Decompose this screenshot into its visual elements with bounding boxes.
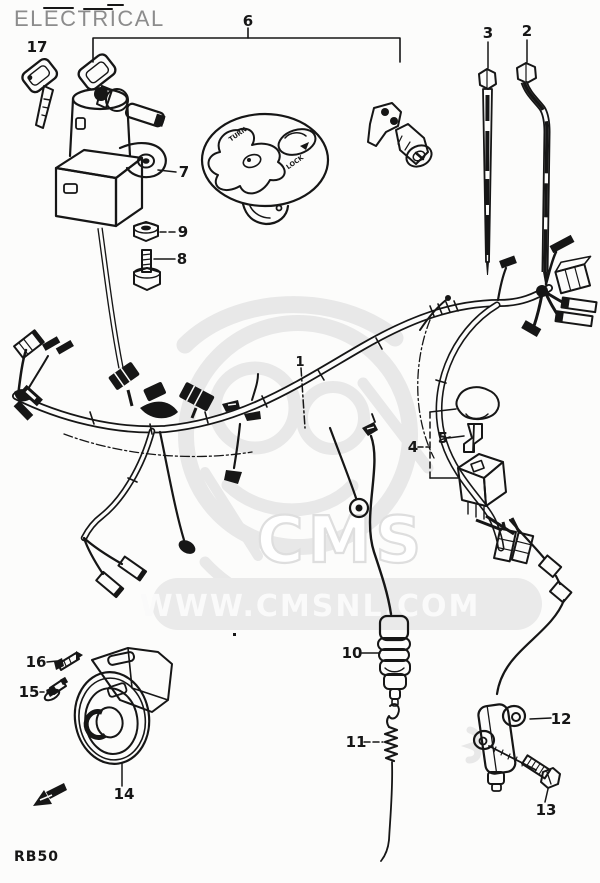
scan-artifact-dot xyxy=(233,633,236,636)
fuel-cap-turn-marking: TURN xyxy=(227,125,248,143)
part-label-13[interactable]: 13 xyxy=(536,801,557,819)
part-label-9[interactable]: 9 xyxy=(178,223,188,241)
part-label-5[interactable]: 5 xyxy=(438,429,448,447)
part-label-10[interactable]: 10 xyxy=(342,644,363,662)
model-code: RB50 xyxy=(14,849,59,865)
part-label-17[interactable]: 17 xyxy=(27,38,48,56)
relay-4 xyxy=(457,423,515,536)
bolt-13 xyxy=(521,754,561,789)
fuse-wire xyxy=(362,413,393,616)
title-overline-marks xyxy=(43,4,124,10)
part-label-11[interactable]: 11 xyxy=(346,733,367,751)
spring-11 xyxy=(380,703,400,862)
part-label-12[interactable]: 12 xyxy=(551,710,572,728)
helmet-lock xyxy=(367,102,433,168)
part-label-3[interactable]: 3 xyxy=(483,24,493,42)
part-label-7[interactable]: 7 xyxy=(179,163,189,181)
bolt-16 xyxy=(54,651,83,671)
part-label-4[interactable]: 4 xyxy=(408,438,418,456)
part-17-key xyxy=(21,57,59,129)
nut-9 xyxy=(133,221,159,242)
harness-middle-connectors xyxy=(108,362,261,421)
harness-branch-terminals xyxy=(82,255,517,599)
watermark-url: WWW.CMSNL.COM xyxy=(140,589,481,624)
leader-lines xyxy=(39,39,552,803)
part-label-1[interactable]: 1 xyxy=(295,355,304,370)
harness-right-connectors xyxy=(521,234,598,337)
cable-2 xyxy=(516,62,551,289)
part-label-15[interactable]: 15 xyxy=(19,683,40,701)
brake-switch-12 xyxy=(472,703,537,792)
fuse-holder-10 xyxy=(377,614,411,707)
watermark-brand: CMS xyxy=(257,504,426,578)
wiring-harness xyxy=(12,234,598,696)
bracket-line-4-5 xyxy=(429,408,459,479)
fuel-cap-lock-marking: LOCK xyxy=(285,153,306,171)
rubber-boot-5 xyxy=(455,386,500,453)
watermark: CMS WWW.CMSNL.COM xyxy=(140,296,542,764)
ignition-switch xyxy=(54,53,167,369)
horn-14 xyxy=(73,671,151,765)
direction-arrow-icon xyxy=(33,783,67,806)
part-label-6[interactable]: 6 xyxy=(243,12,253,30)
watermark-band xyxy=(152,578,542,630)
part-label-8[interactable]: 8 xyxy=(177,250,187,268)
fuel-cap: TURN LOCK xyxy=(200,112,330,226)
bolt-8 xyxy=(133,249,161,291)
screw-15 xyxy=(43,676,69,702)
harness-left-connectors xyxy=(13,329,74,421)
cable-3 xyxy=(478,68,497,275)
page-title: ELECTRICAL xyxy=(14,6,165,31)
part-label-14[interactable]: 14 xyxy=(114,785,135,803)
bracket-line-6 xyxy=(92,27,401,63)
part-number-labels: 1 2 3 4 5 6 7 8 9 10 11 12 13 14 15 16 1… xyxy=(19,12,572,819)
part-label-16[interactable]: 16 xyxy=(26,653,47,671)
part-label-2[interactable]: 2 xyxy=(522,22,532,40)
